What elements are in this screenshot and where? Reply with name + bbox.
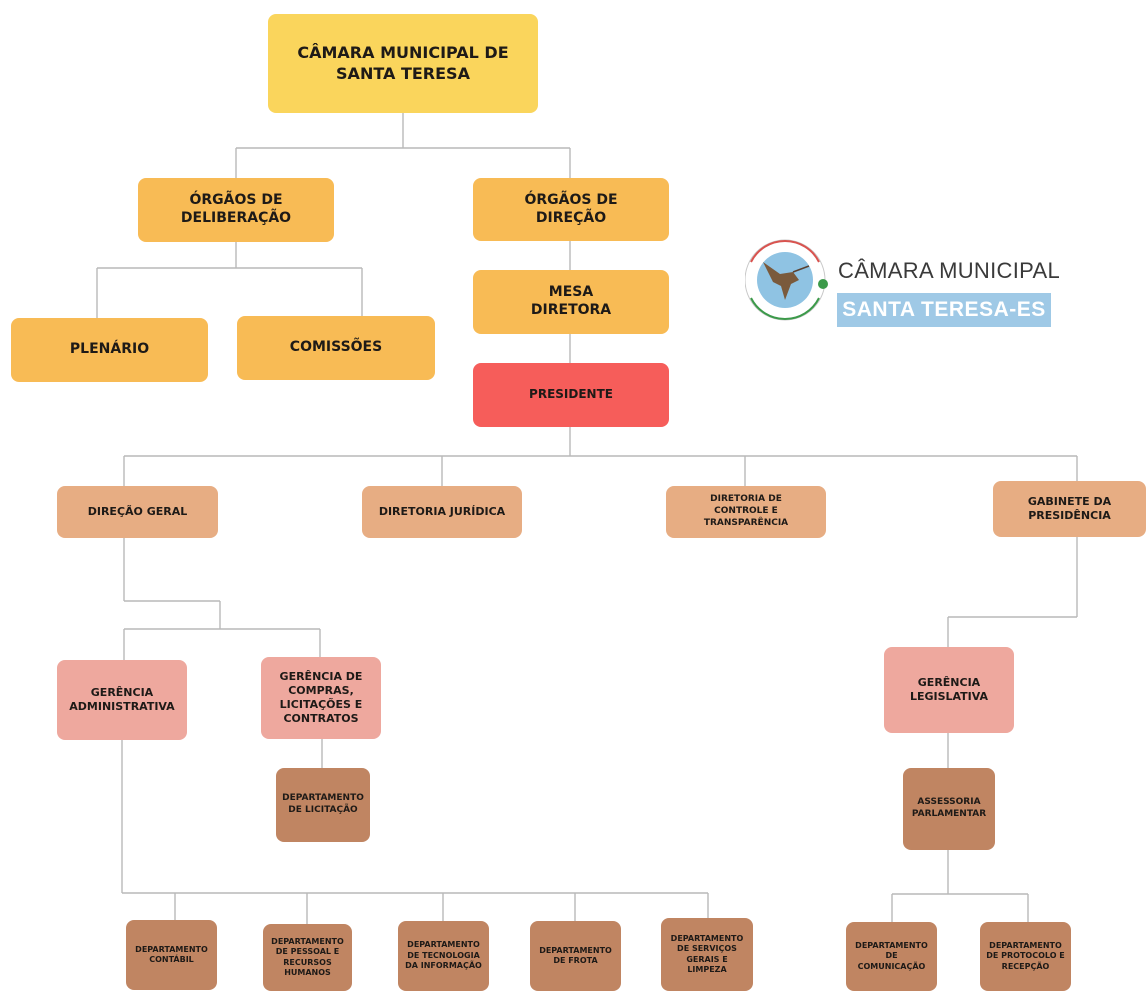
plenario-label: PLENÁRIO: [69, 341, 150, 358]
depto-comunicacao-label: DEPARTAMENTO DE COMUNICAÇÃO: [855, 940, 928, 971]
comissoes-label: COMISSÕES: [289, 339, 383, 356]
direcao-geral-label: DIREÇÃO GERAL: [87, 504, 188, 518]
diretoria-controle-node: DIRETORIA DE CONTROLE E TRANSPARÊNCIA: [666, 486, 826, 538]
depto-protocolo-label: DEPARTAMENTO DE PROTOCOLO E RECEPÇÃO: [986, 940, 1065, 971]
gerencia-compras-label: GERÊNCIA DE COMPRAS, LICITAÇÕES E CONTRA…: [279, 669, 363, 726]
gabinete-presidencia-node: GABINETE DA PRESIDÊNCIA: [993, 481, 1146, 537]
hummingbird-icon: [763, 262, 810, 300]
depto-licitacao-node: DEPARTAMENTO DE LICITAÇÃO: [276, 768, 370, 842]
seal-icon: [745, 239, 828, 321]
comissoes-node: COMISSÕES: [237, 316, 435, 380]
depto-servicos-label: DEPARTAMENTO DE SERVIÇOS GERAIS E LIMPEZ…: [670, 933, 744, 974]
gerencia-legislativa-node: GERÊNCIA LEGISLATIVA: [884, 647, 1014, 733]
camara-logo: [745, 239, 828, 321]
presidente-label: PRESIDENTE: [529, 387, 613, 402]
mesa-diretora-label: MESA DIRETORA: [530, 284, 612, 318]
depto-comunicacao-node: DEPARTAMENTO DE COMUNICAÇÃO: [846, 922, 937, 991]
mesa-diretora-node: MESA DIRETORA: [473, 270, 669, 334]
depto-tecnologia-node: DEPARTAMENTO DE TECNOLOGIA DA INFORMAÇÃO: [398, 921, 489, 991]
diretoria-juridica-node: DIRETORIA JURÍDICA: [362, 486, 522, 538]
orgaos-direcao-node: ÓRGÃOS DE DIREÇÃO: [473, 178, 669, 241]
depto-frota-node: DEPARTAMENTO DE FROTA: [530, 921, 621, 991]
direcao-geral-node: DIREÇÃO GERAL: [57, 486, 218, 538]
depto-pessoal-node: DEPARTAMENTO DE PESSOAL E RECURSOS HUMAN…: [263, 924, 352, 991]
camara-municipal-node: CÂMARA MUNICIPAL DE SANTA TERESA: [268, 14, 538, 113]
depto-pessoal-label: DEPARTAMENTO DE PESSOAL E RECURSOS HUMAN…: [271, 936, 344, 977]
assessoria-parlamentar-node: ASSESSORIA PARLAMENTAR: [903, 768, 995, 850]
presidente-node: PRESIDENTE: [473, 363, 669, 427]
depto-servicos-node: DEPARTAMENTO DE SERVIÇOS GERAIS E LIMPEZ…: [661, 918, 753, 991]
orgaos-deliberacao-node: ÓRGÃOS DE DELIBERAÇÃO: [138, 178, 334, 242]
diretoria-controle-label: DIRETORIA DE CONTROLE E TRANSPARÊNCIA: [703, 494, 789, 528]
depto-frota-label: DEPARTAMENTO DE FROTA: [539, 945, 612, 965]
gerencia-compras-node: GERÊNCIA DE COMPRAS, LICITAÇÕES E CONTRA…: [261, 657, 381, 739]
assessoria-parlamentar-label: ASSESSORIA PARLAMENTAR: [911, 797, 987, 819]
orgaos-direcao-label: ÓRGÃOS DE DIREÇÃO: [524, 191, 618, 226]
plenario-node: PLENÁRIO: [11, 318, 208, 382]
camara-municipal-label: CÂMARA MUNICIPAL DE SANTA TERESA: [297, 43, 509, 83]
depto-contabil-label: DEPARTAMENTO CONTÁBIL: [135, 944, 208, 964]
gerencia-legislativa-label: GERÊNCIA LEGISLATIVA: [909, 675, 989, 703]
gerencia-administrativa-label: GERÊNCIA ADMINISTRATIVA: [69, 685, 175, 713]
logo-subtitle: SANTA TERESA-ES: [837, 293, 1051, 327]
depto-tecnologia-label: DEPARTAMENTO DE TECNOLOGIA DA INFORMAÇÃO: [405, 940, 482, 971]
logo-title: CÂMARA MUNICIPAL: [838, 258, 1060, 283]
diretoria-juridica-label: DIRETORIA JURÍDICA: [378, 504, 506, 518]
depto-contabil-node: DEPARTAMENTO CONTÁBIL: [126, 920, 217, 990]
depto-protocolo-node: DEPARTAMENTO DE PROTOCOLO E RECEPÇÃO: [980, 922, 1071, 991]
orgaos-deliberacao-label: ÓRGÃOS DE DELIBERAÇÃO: [180, 192, 292, 226]
gerencia-administrativa-node: GERÊNCIA ADMINISTRATIVA: [57, 660, 187, 740]
gabinete-presidencia-label: GABINETE DA PRESIDÊNCIA: [1027, 494, 1112, 522]
depto-licitacao-label: DEPARTAMENTO DE LICITAÇÃO: [282, 793, 364, 815]
